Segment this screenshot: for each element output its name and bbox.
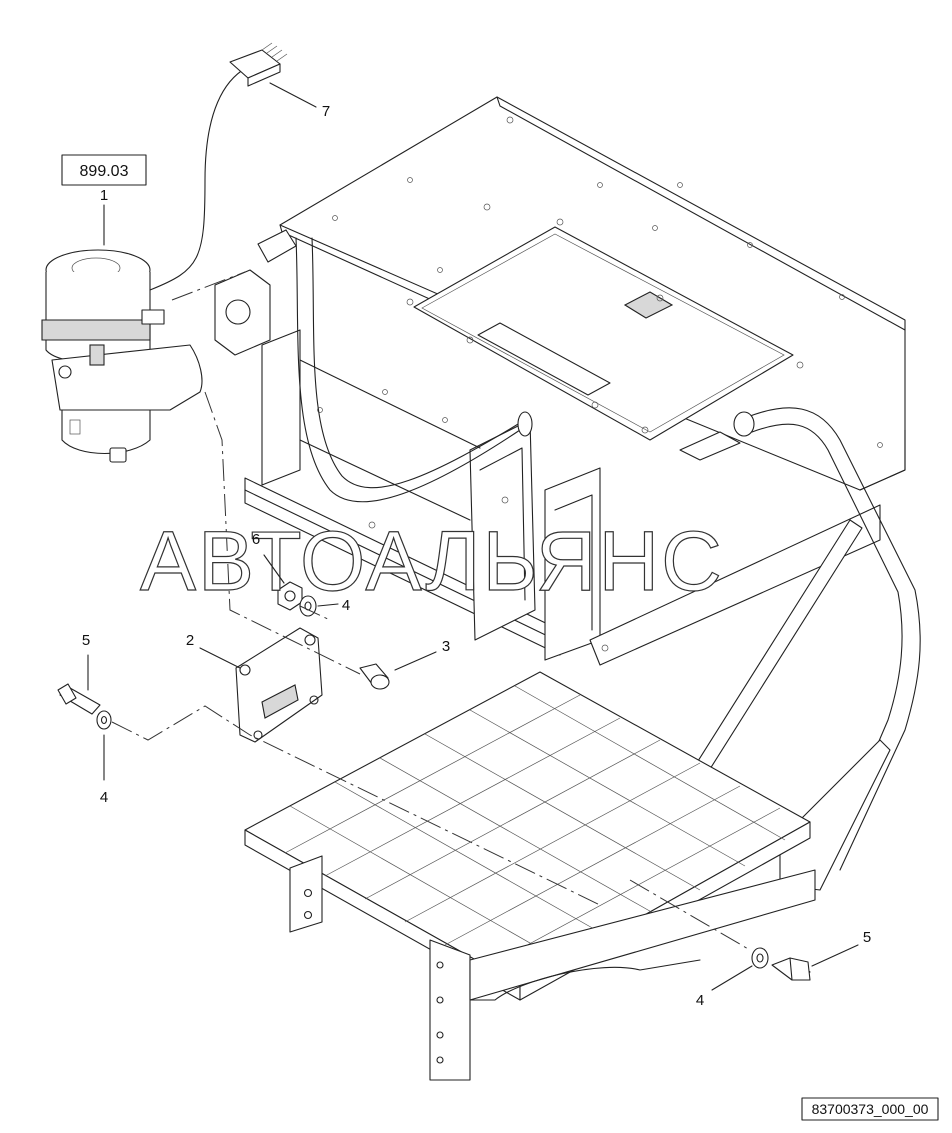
watermark-text: АВТОАЛЬЯНС: [140, 514, 724, 608]
pump-assembly: [41, 249, 203, 463]
callout-6: 6: [252, 531, 260, 548]
hose: [257, 229, 533, 503]
tank-housing: [279, 96, 906, 491]
drawing-id-box: [801, 1097, 939, 1121]
callout-7: 7: [322, 103, 330, 120]
small-parts: [57, 581, 811, 981]
underframe: [214, 269, 881, 666]
callout-3: 3: [442, 638, 450, 655]
reference-box-text: 899.03: [80, 163, 129, 180]
cable-connector: [149, 42, 288, 291]
callout-2: 2: [186, 632, 194, 649]
drawing-id-text: 83700373_000_00: [812, 1101, 929, 1117]
grating-step: [244, 671, 816, 1081]
reference-box: [61, 154, 147, 186]
callout-4-left: 4: [100, 789, 108, 806]
callout-4-bottom: 4: [696, 992, 704, 1009]
callout-5-left: 5: [82, 632, 90, 649]
leader-lines: [87, 82, 859, 991]
callout-4-top: 4: [342, 597, 350, 614]
assembly-centerlines: [111, 271, 751, 951]
callout-1: 1: [100, 187, 108, 204]
callout-5-right: 5: [863, 929, 871, 946]
